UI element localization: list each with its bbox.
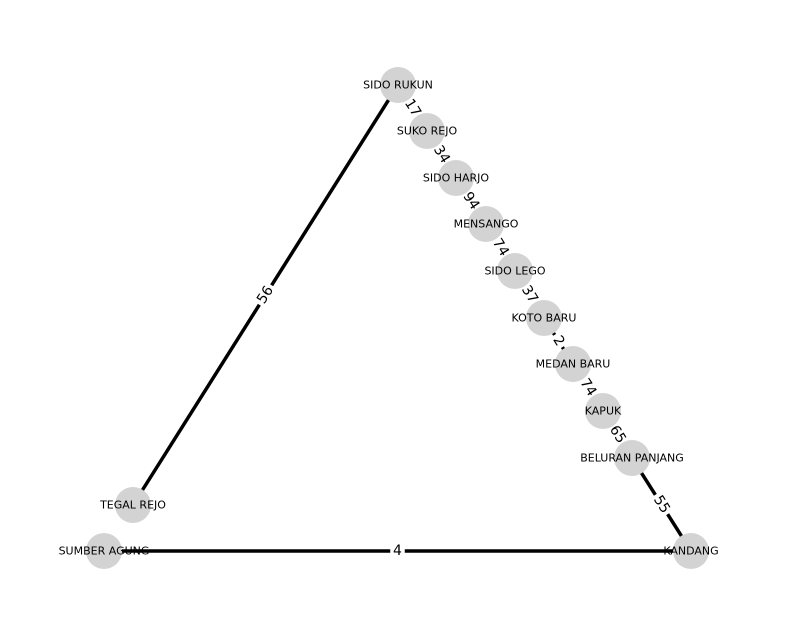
node-sido_rukun: SIDO RUKUN <box>363 67 433 103</box>
edge-label-background <box>428 140 455 169</box>
node-label: SIDO LEGO <box>484 265 545 278</box>
node-medan_baru: MEDAN BARU <box>536 346 611 382</box>
node-label: SIDO RUKUN <box>363 79 433 92</box>
edge-label-background <box>390 543 405 559</box>
node-kandang: KANDANG <box>663 533 719 569</box>
edge-weight-label: 56 <box>252 281 279 309</box>
edge-label-background <box>547 330 570 352</box>
node-tegal_rejo: TEGAL REJO <box>99 487 166 523</box>
edge-label-background <box>575 373 601 402</box>
node-label: TEGAL REJO <box>99 499 166 512</box>
edge-label-background <box>516 280 543 309</box>
node-label: BELURAN PANJANG <box>580 452 684 465</box>
node-label: SUKO REJO <box>397 125 458 138</box>
node-circle <box>86 533 122 569</box>
node-circle <box>438 160 474 196</box>
node-sido_harjo: SIDO HARJO <box>423 160 490 196</box>
edge-weight-text: 4 <box>393 543 402 559</box>
edge-weight-label: 65 <box>604 420 631 449</box>
edge-label-background <box>487 233 514 262</box>
edge-label-background <box>458 186 484 216</box>
node-label: SUMBER AGUNG <box>59 545 150 558</box>
nodes-layer: SIDO RUKUN SUKO REJO SIDO HARJO MENSANGO SID… <box>59 67 719 569</box>
node-suko_rejo: SUKO REJO <box>397 113 458 149</box>
edge-weight-text: 65 <box>606 423 629 447</box>
node-label: MENSANGO <box>454 218 519 231</box>
edge-label-background <box>648 490 675 519</box>
edges-layer <box>104 84 693 553</box>
node-label: SIDO HARJO <box>423 172 490 185</box>
edge-weight-label: 37 <box>516 280 543 309</box>
node-circle <box>555 346 591 382</box>
edge-weight-text: 37 <box>518 283 541 307</box>
node-label: KOTO BARU <box>512 312 577 325</box>
edge-weight-label: 2 <box>547 330 570 352</box>
edge-label-background <box>604 420 631 449</box>
node-circle <box>585 393 621 429</box>
edge-weight-label: 55 <box>648 490 675 519</box>
node-koto_baru: KOTO BARU <box>512 300 577 336</box>
edge-weight-label: 4 <box>390 543 405 559</box>
node-label: KAPUK <box>585 405 622 418</box>
node-circle <box>115 487 151 523</box>
node-mensango: MENSANGO <box>454 206 519 242</box>
node-kapuk: KAPUK <box>585 393 622 429</box>
edge-label-background <box>252 281 279 309</box>
node-circle <box>380 67 416 103</box>
node-circle <box>673 533 709 569</box>
node-circle <box>468 206 504 242</box>
node-sido_lego: SIDO LEGO <box>484 253 546 289</box>
node-beluran_panjang: BELURAN PANJANG <box>580 440 684 476</box>
node-circle <box>497 253 533 289</box>
node-circle <box>526 300 562 336</box>
node-label: KANDANG <box>663 545 718 558</box>
node-label: MEDAN BARU <box>536 358 611 371</box>
node-sumber_agung: SUMBER AGUNG <box>59 533 150 569</box>
node-circle <box>409 113 445 149</box>
node-circle <box>614 440 650 476</box>
